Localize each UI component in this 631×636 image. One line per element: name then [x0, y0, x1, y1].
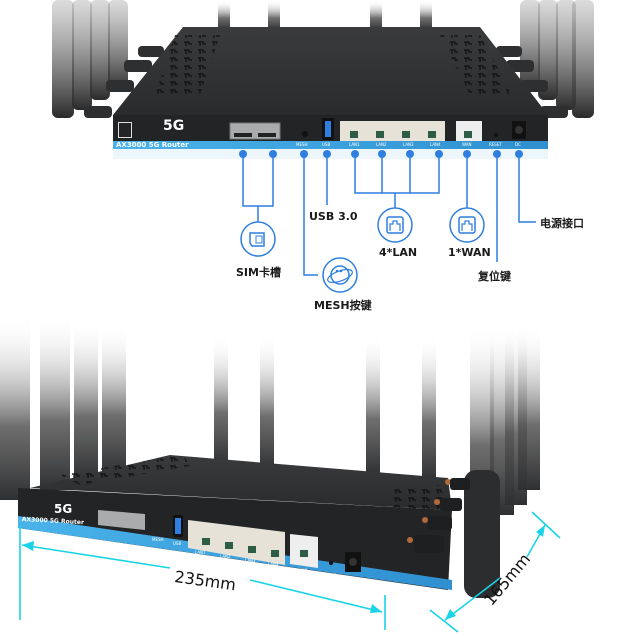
bottom-5g-logo: 5G: [54, 502, 73, 516]
wan-port-icon: [449, 207, 485, 243]
bottom-port-label-dc: DC: [350, 577, 356, 582]
callout-wan-label: 1*WAN: [448, 246, 491, 259]
port-label-usb: USB: [322, 142, 331, 147]
sim-card-icon: [240, 221, 276, 257]
top-router: [52, 0, 594, 159]
port-label-dc: DC: [515, 142, 521, 147]
callout-power-label: 电源接口: [540, 217, 584, 230]
dimension-arrows: [22, 525, 545, 620]
top-5g-logo: 5G: [163, 118, 185, 134]
callout-lan-label: 4*LAN: [379, 246, 418, 259]
bottom-router: [0, 315, 540, 598]
port-label-lan4: LAN4: [430, 142, 441, 147]
top-logo-badge: [118, 122, 132, 138]
bottom-port-label-usb: USB: [173, 541, 182, 546]
port-label-lan3: LAN3: [403, 142, 414, 147]
bottom-port-label-reset: RESET: [323, 573, 336, 578]
bottom-port-label-mesh: MESH: [152, 537, 164, 542]
port-label-mesh: MESH: [296, 142, 308, 147]
port-label-reset: RESET: [489, 142, 502, 147]
lan-port-icon: [377, 207, 413, 243]
callout-lines: [242, 154, 536, 276]
callout-mesh-label: MESH按键: [314, 299, 372, 312]
top-lid: [113, 27, 548, 115]
callout-sim-label: SIM卡槽: [236, 266, 281, 279]
bottom-port-label-lan1: LAN1: [195, 550, 206, 555]
dimension-lines: [19, 511, 561, 633]
bottom-port-label-lan2: LAN2: [220, 554, 231, 559]
callout-dots: [239, 150, 523, 158]
port-label-lan2: LAN2: [376, 142, 387, 147]
port-label-lan1: LAN1: [349, 142, 360, 147]
callout-usb-label: USB 3.0: [309, 210, 358, 223]
bottom-port-label-wan: WAN: [298, 568, 308, 573]
top-blue-strip: [113, 141, 548, 149]
callout-reset-label: 复位键: [478, 270, 511, 283]
bottom-port-label-lan4: LAN4: [268, 562, 279, 567]
top-left-antennas: [52, 0, 164, 118]
top-model-text: AX3000 5G Router: [116, 141, 189, 149]
mesh-globe-icon: [322, 257, 358, 293]
top-lan-block: [340, 121, 445, 141]
bottom-port-label-lan3: LAN3: [245, 558, 256, 563]
port-label-wan: WAN: [462, 142, 472, 147]
